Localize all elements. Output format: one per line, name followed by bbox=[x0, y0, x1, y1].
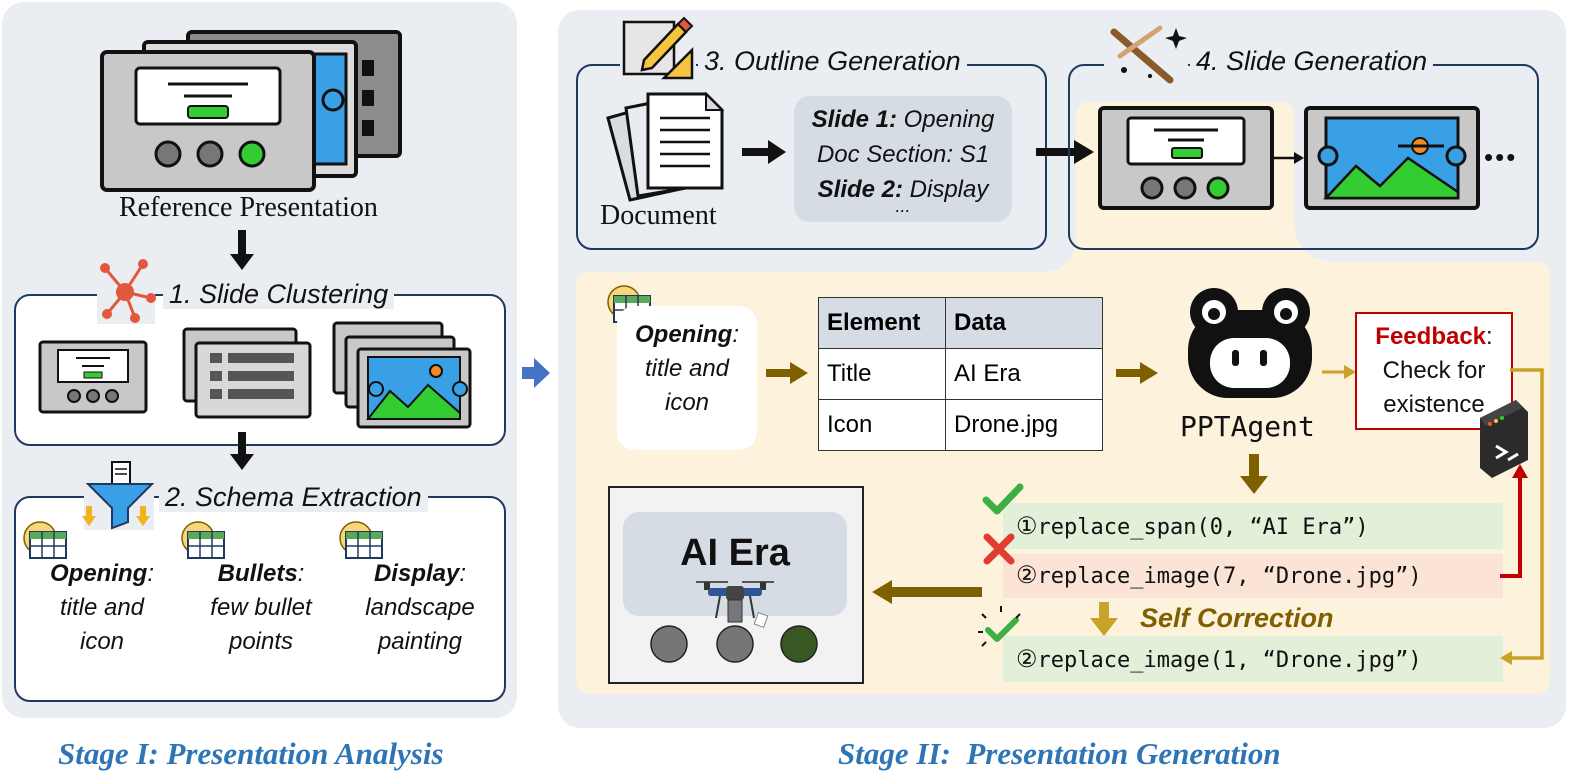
arrow-down-olive bbox=[1240, 454, 1268, 494]
schema-card-display-name: Display bbox=[373, 560, 460, 587]
result-slide-title: AI Era bbox=[680, 532, 790, 574]
table-cell: AI Era bbox=[945, 348, 1103, 400]
reference-presentation-label: Reference Presentation bbox=[119, 192, 378, 223]
outline-ellipsis: ... bbox=[895, 196, 911, 216]
more-slides-ellipsis: ••• bbox=[1484, 142, 1518, 172]
pptagent-label: PPTAgent bbox=[1180, 410, 1315, 443]
code-line-3-num: ② bbox=[1016, 645, 1038, 673]
table-cell: Title bbox=[818, 348, 946, 400]
table-cell: Drone.jpg bbox=[945, 399, 1103, 451]
olive-feedback-arrow bbox=[1500, 368, 1544, 665]
outline-slide1-rest: Opening bbox=[896, 106, 995, 133]
self-correction-label: Self Correction bbox=[1140, 603, 1334, 633]
table-icon bbox=[23, 521, 67, 559]
schema-card-opening-desc2: icon bbox=[79, 628, 125, 655]
opening-card-name: Opening bbox=[635, 321, 733, 348]
arrow-right-document bbox=[742, 140, 786, 164]
outline-slide1-bold: Slide 1: bbox=[811, 106, 897, 133]
stage-arrow-icon bbox=[522, 358, 550, 388]
red-feedback-arrow bbox=[1500, 464, 1528, 578]
outline-card: Slide 1: Opening Doc Section: S1 Slide 2… bbox=[794, 96, 1012, 222]
table-icon bbox=[339, 521, 383, 559]
code-line-1-text: replace_span(0, “AI Era”) bbox=[1037, 515, 1369, 540]
feedback-box: Feedback: Check for existence bbox=[1355, 312, 1513, 430]
cross-icon bbox=[983, 533, 1015, 565]
pptagent-robot-icon bbox=[1188, 288, 1312, 398]
arrow-right-outline bbox=[1036, 140, 1094, 164]
document-label: Document bbox=[600, 200, 717, 231]
schema-card-bullets-desc1: few bullet bbox=[210, 594, 312, 621]
code-line-1: ①replace_span(0, “AI Era”) bbox=[1008, 508, 1369, 546]
pencil-ruler-icon bbox=[620, 14, 696, 82]
schema-card-bullets-desc2: points bbox=[228, 628, 294, 655]
document-icon bbox=[606, 91, 725, 202]
table-header-data: Data bbox=[945, 297, 1103, 349]
slide-clustering-title: 1. Slide Clustering bbox=[163, 279, 395, 309]
code-line-1-bg bbox=[1003, 503, 1503, 549]
code-line-2-num: ② bbox=[1016, 561, 1038, 589]
table-header-element: Element bbox=[818, 297, 946, 349]
element-data-table: Element Data Title AI Era Icon Drone.jpg bbox=[818, 297, 1103, 451]
table-cell: Icon bbox=[818, 399, 946, 451]
schema-card-display-desc2: painting bbox=[377, 628, 463, 655]
code-line-2-text: replace_image(7, “Drone.jpg”) bbox=[1037, 564, 1422, 589]
code-line-3: ②replace_image(1, “Drone.jpg”) bbox=[1008, 641, 1422, 679]
table-icon bbox=[181, 521, 225, 559]
code-line-2: ②replace_image(7, “Drone.jpg”) bbox=[1008, 557, 1422, 595]
magic-wand-icon bbox=[1104, 20, 1188, 86]
check-icon bbox=[982, 483, 1024, 515]
feedback-line2: existence bbox=[1383, 391, 1485, 418]
schema-card-opening-name: Opening bbox=[50, 560, 148, 587]
generated-display-slide bbox=[1304, 106, 1480, 210]
outline-slide2-bold: Slide 2: bbox=[817, 176, 903, 203]
outline-slide2-rest: Display bbox=[903, 176, 989, 203]
code-line-3-text: replace_image(1, “Drone.jpg”) bbox=[1037, 648, 1422, 673]
arrow-right-olive-1 bbox=[766, 362, 808, 384]
terminal-icon bbox=[1480, 400, 1528, 478]
outline-generation-title: 3. Outline Generation bbox=[698, 46, 967, 76]
code-line-2-bg bbox=[1003, 554, 1503, 598]
arrow-down-2 bbox=[230, 432, 254, 470]
arrow-to-feedback bbox=[1322, 365, 1356, 379]
cluster-display-slides bbox=[332, 321, 472, 429]
arrow-down-self-correction bbox=[1090, 602, 1118, 636]
funnel-icon bbox=[82, 460, 155, 530]
arrow-down-1 bbox=[230, 230, 254, 270]
schema-card-display-desc1: landscape bbox=[365, 594, 475, 621]
network-icon bbox=[97, 259, 156, 324]
arrow-left-result bbox=[872, 580, 982, 604]
schema-card-display: Display: landscape painting bbox=[350, 543, 490, 688]
schema-card-bullets: Bullets: few bullet points bbox=[191, 543, 331, 688]
opening-card-desc2: icon bbox=[664, 389, 710, 416]
code-line-1-num: ① bbox=[1016, 512, 1038, 540]
schema-card-opening-desc1: title and bbox=[59, 594, 145, 621]
schema-card-opening: Opening: title and icon bbox=[32, 543, 172, 688]
stage2-label: Stage II: Presentation Generation bbox=[838, 736, 1281, 771]
feedback-line1: Check for bbox=[1382, 357, 1486, 384]
generated-opening-slide bbox=[1098, 106, 1274, 210]
outline-doc-section: Doc Section: S1 bbox=[816, 141, 990, 168]
slide-generation-title: 4. Slide Generation bbox=[1190, 46, 1434, 76]
schema-card-bullets-name: Bullets bbox=[217, 560, 298, 587]
arrow-right-olive-2 bbox=[1116, 362, 1158, 384]
code-line-3-bg bbox=[1003, 636, 1503, 682]
cluster-opening-slide bbox=[38, 340, 148, 414]
reference-presentation-icon bbox=[100, 30, 402, 192]
opening-schema-card: Opening: title and icon bbox=[617, 306, 757, 450]
result-slide-circles bbox=[650, 625, 818, 663]
cluster-bullets-slides bbox=[182, 327, 312, 419]
stage1-label: Stage I: Presentation Analysis bbox=[58, 736, 444, 771]
opening-card-desc1: title and bbox=[644, 355, 730, 382]
drone-icon bbox=[696, 581, 774, 628]
arrow-right-slides bbox=[1272, 152, 1304, 164]
feedback-label: Feedback bbox=[1375, 323, 1487, 350]
schema-extraction-title: 2. Schema Extraction bbox=[159, 482, 428, 512]
sparkle-check-icon bbox=[978, 606, 1021, 647]
